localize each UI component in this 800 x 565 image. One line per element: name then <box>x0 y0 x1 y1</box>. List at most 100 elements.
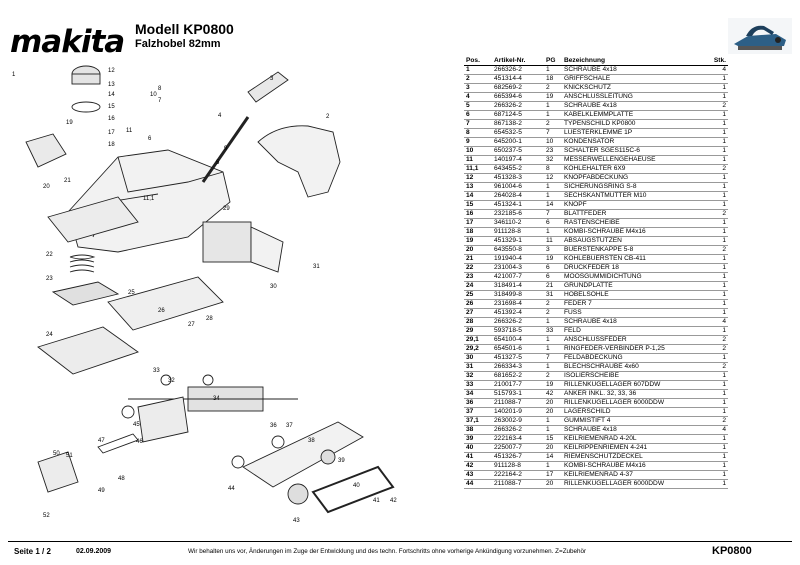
part-quantity: 1 <box>708 263 728 273</box>
column-header-pg: PG <box>544 56 562 66</box>
svg-text:44: 44 <box>228 486 235 492</box>
column-header-pos: Pos. <box>464 56 492 66</box>
part-description: FUSS <box>562 308 708 318</box>
part-group: 6 <box>544 263 562 273</box>
svg-text:50: 50 <box>53 451 60 457</box>
part-description: ISOLIERSCHEIBE <box>562 371 708 381</box>
part-group: 1 <box>544 317 562 327</box>
part-article-number: 266334-3 <box>492 362 544 372</box>
part-position: 9 <box>464 137 492 147</box>
part-quantity: 1 <box>708 281 728 291</box>
part-group: 23 <box>544 146 562 156</box>
part-article-number: 318491-4 <box>492 281 544 291</box>
part-position: 21 <box>464 254 492 264</box>
part-group: 1 <box>544 335 562 345</box>
part-position: 41 <box>464 452 492 462</box>
page-number: Seite 1 / 2 <box>14 547 51 556</box>
part-position: 33 <box>464 380 492 390</box>
part-description: BLECHSCHRAUBE 4x60 <box>562 362 708 372</box>
part-description: LUESTERKLEMME 1P <box>562 128 708 138</box>
part-group: 2 <box>544 119 562 129</box>
part-position: 29,2 <box>464 344 492 354</box>
part-group: 1 <box>544 65 562 75</box>
part-group: 1 <box>544 362 562 372</box>
part-position: 14 <box>464 191 492 201</box>
part-position: 31 <box>464 362 492 372</box>
svg-text:11,1: 11,1 <box>143 196 155 202</box>
parts-table-header: Pos. Artikel-Nr. PG Bezeichnung Stk. <box>464 56 728 66</box>
part-description: GUMMISTIFT 4 <box>562 416 708 426</box>
part-position: 20 <box>464 245 492 255</box>
part-article-number: 645200-1 <box>492 137 544 147</box>
part-position: 37 <box>464 407 492 417</box>
part-group: 6 <box>544 218 562 228</box>
part-position: 30 <box>464 353 492 363</box>
part-description: RILLENKUGELLAGER 6000DDW <box>562 479 708 489</box>
part-quantity: 1 <box>708 371 728 381</box>
svg-text:29: 29 <box>223 206 230 212</box>
part-article-number: 211088-7 <box>492 398 544 408</box>
part-group: 1 <box>544 191 562 201</box>
part-quantity: 1 <box>708 74 728 84</box>
part-position: 26 <box>464 299 492 309</box>
svg-text:19: 19 <box>66 120 73 126</box>
part-article-number: 961004-6 <box>492 182 544 192</box>
part-article-number: 232185-6 <box>492 209 544 219</box>
part-group: 32 <box>544 155 562 165</box>
document-date: 02.09.2009 <box>76 548 112 555</box>
svg-text:18: 18 <box>108 142 115 148</box>
part-group: 2 <box>544 371 562 381</box>
part-quantity: 1 <box>708 326 728 336</box>
part-quantity: 1 <box>708 389 728 399</box>
part-description: ABSAUGSTUTZEN <box>562 236 708 246</box>
part-quantity: 2 <box>708 362 728 372</box>
part-group: 2 <box>544 83 562 93</box>
part-article-number: 451324-1 <box>492 200 544 210</box>
part-quantity: 2 <box>708 344 728 354</box>
part-article-number: 222164-2 <box>492 470 544 480</box>
part-group: 2 <box>544 308 562 318</box>
part-description: HOBELSOHLE <box>562 290 708 300</box>
part-quantity: 1 <box>708 290 728 300</box>
svg-text:48: 48 <box>118 476 125 482</box>
part-position: 13 <box>464 182 492 192</box>
part-article-number: 451328-3 <box>492 173 544 183</box>
footer-model-number: KP0800 <box>712 545 752 557</box>
model-title: Modell KP0800 <box>135 21 234 37</box>
svg-text:2: 2 <box>326 114 330 120</box>
part-description: KNOPF <box>562 200 708 210</box>
part-position: 39 <box>464 434 492 444</box>
part-position: 1 <box>464 65 492 75</box>
part-group: 20 <box>544 398 562 408</box>
part-quantity: 2 <box>708 101 728 111</box>
part-group: 1 <box>544 182 562 192</box>
svg-text:49: 49 <box>98 488 105 494</box>
part-group: 20 <box>544 443 562 453</box>
part-position: 34 <box>464 389 492 399</box>
part-group: 17 <box>544 470 562 480</box>
part-group: 7 <box>544 209 562 219</box>
part-article-number: 264028-4 <box>492 191 544 201</box>
part-description: KOHLEBUERSTEN CB-411 <box>562 254 708 264</box>
part-description: MOOSGUMMIDICHTUNG <box>562 272 708 282</box>
svg-text:27: 27 <box>188 322 195 328</box>
svg-text:47: 47 <box>98 438 105 444</box>
disclaimer-note: Wir behalten uns vor, Änderungen im Zuge… <box>188 548 587 555</box>
part-position: 11 <box>464 155 492 165</box>
part-quantity: 1 <box>708 128 728 138</box>
part-position: 3 <box>464 83 492 93</box>
